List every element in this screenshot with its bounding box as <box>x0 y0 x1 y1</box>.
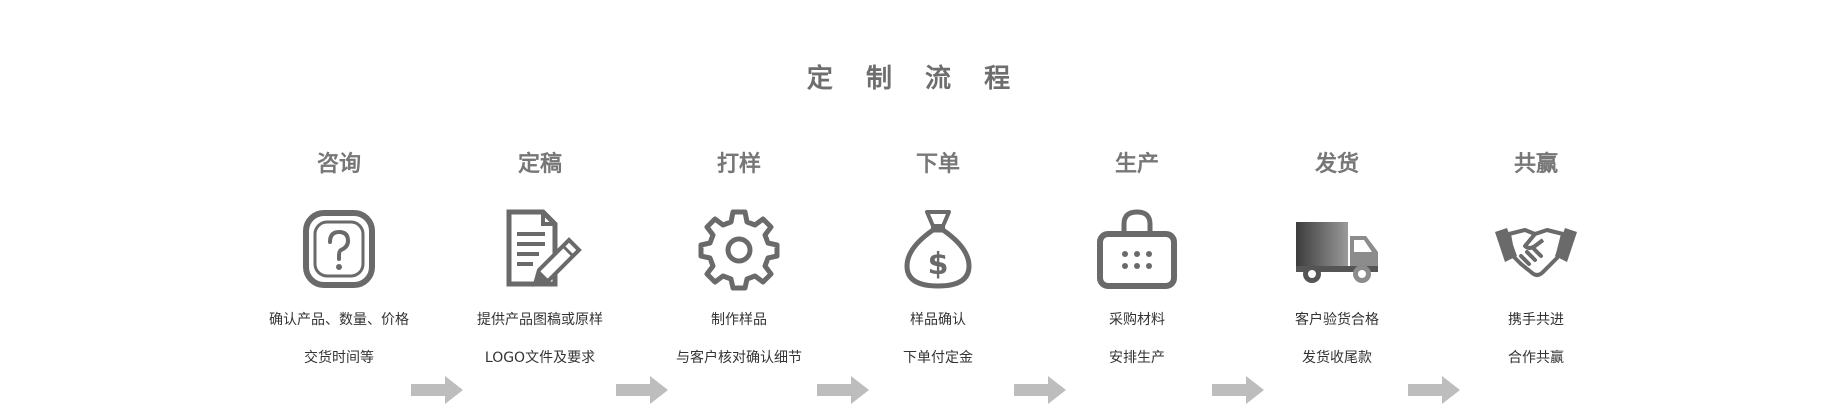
step-title: 咨询 <box>316 152 361 177</box>
step-ship: 发货 客户验货合格 发货收尾款 <box>1237 150 1437 368</box>
step-desc-line1: 制作样品 <box>711 312 767 328</box>
page-title: 定 制 流 程 <box>806 64 1023 94</box>
step-desc-line2: LOGO文件及要求 <box>484 350 596 366</box>
money-bag-icon: $ <box>904 210 972 289</box>
step-consult: 咨询 确认产品、数量、价格 交货时间等 <box>239 150 439 368</box>
arrow-right-icon <box>1408 376 1460 404</box>
gear-icon <box>698 209 780 291</box>
step-desc-line1: 采购材料 <box>1109 312 1165 328</box>
step-desc-line1: 确认产品、数量、价格 <box>269 312 409 328</box>
step-title: 生产 <box>1114 152 1159 177</box>
step-desc-line2: 安排生产 <box>1109 350 1165 366</box>
question-icon <box>303 210 375 288</box>
handshake-icon <box>1495 228 1577 277</box>
arrow-right-icon <box>616 376 668 404</box>
step-desc-line2: 下单付定金 <box>903 350 973 366</box>
step-title: 发货 <box>1314 152 1359 177</box>
step-title: 下单 <box>915 152 960 177</box>
arrow-right-icon <box>1212 376 1264 404</box>
step-produce: 生产 采购材料 安排生产 <box>1037 150 1237 368</box>
step-desc-line1: 提供产品图稿或原样 <box>477 312 603 328</box>
step-order: 下单 $ 样品确认 下单付定金 <box>838 150 1038 368</box>
document-pencil-icon <box>506 209 582 287</box>
truck-icon <box>1296 222 1378 283</box>
svg-text:$: $ <box>928 247 949 282</box>
step-sample: 打样 制作样品 与客户核对确认细节 <box>639 150 839 368</box>
step-win-win: 共赢 携手共进 合作共赢 <box>1436 150 1636 368</box>
step-desc-line2: 交货时间等 <box>304 350 374 366</box>
step-title: 定稿 <box>517 152 562 177</box>
shopping-bag-icon <box>1097 209 1177 289</box>
arrow-right-icon <box>411 376 463 404</box>
process-steps: 咨询 确认产品、数量、价格 交货时间等 定稿 提供产品图稿或原样 LOGO文件及… <box>0 150 1829 404</box>
arrow-right-icon <box>1014 376 1066 404</box>
step-desc-line1: 携手共进 <box>1508 312 1564 328</box>
arrow-right-icon <box>817 376 869 404</box>
step-desc-line1: 客户验货合格 <box>1295 312 1379 328</box>
step-desc-line1: 样品确认 <box>910 312 966 328</box>
step-desc-line2: 与客户核对确认细节 <box>676 350 802 366</box>
step-desc-line2: 合作共赢 <box>1508 350 1564 366</box>
step-title: 打样 <box>716 152 761 177</box>
step-finalize: 定稿 提供产品图稿或原样 LOGO文件及要求 <box>440 150 640 368</box>
step-title: 共赢 <box>1513 152 1558 177</box>
step-desc-line2: 发货收尾款 <box>1302 350 1372 366</box>
